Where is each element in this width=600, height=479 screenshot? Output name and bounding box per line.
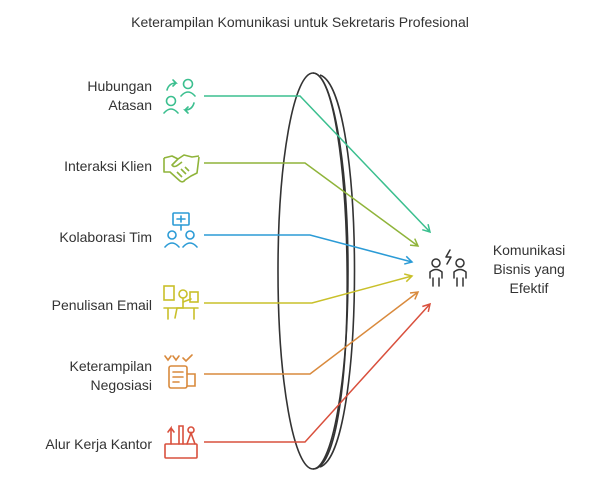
office-tools-icon <box>164 425 198 459</box>
connector-arrowhead <box>409 291 420 300</box>
input-label-penulisan-email: Penulisan Email <box>51 297 152 313</box>
input-label-keterampilan-negosiasi: Keterampilan Negosiasi <box>69 358 153 393</box>
people-exchange-icon <box>163 78 196 114</box>
lens-shape <box>277 72 356 470</box>
input-label-kolaborasi-tim: Kolaborasi Tim <box>59 229 152 245</box>
connector-arrowhead <box>404 255 414 265</box>
connector-arrowhead <box>409 238 420 247</box>
connector-line <box>204 291 419 375</box>
handshake-icon <box>163 154 200 183</box>
diagram-title: Keterampilan Komunikasi untuk Sekretaris… <box>131 14 469 30</box>
checklist-icon <box>164 354 196 389</box>
connector-arrowhead <box>404 273 414 283</box>
connector-arrowhead <box>422 302 432 313</box>
two-people-lightning-icon <box>429 249 467 287</box>
connector-line <box>204 234 413 263</box>
team-icon <box>164 212 198 248</box>
connector-line <box>204 162 419 247</box>
output-label: Komunikasi Bisnis yang Efektif <box>492 242 566 296</box>
connector-arrowhead <box>422 223 432 234</box>
desk-worker-icon <box>163 285 199 320</box>
input-label-alur-kerja-kantor: Alur Kerja Kantor <box>45 436 152 452</box>
input-label-hubungan-atasan: Hubungan Atasan <box>87 78 152 113</box>
connector-line <box>204 95 431 233</box>
input-label-interaksi-klien: Interaksi Klien <box>64 158 152 174</box>
connector-line <box>204 303 431 443</box>
connector-line <box>204 275 413 304</box>
